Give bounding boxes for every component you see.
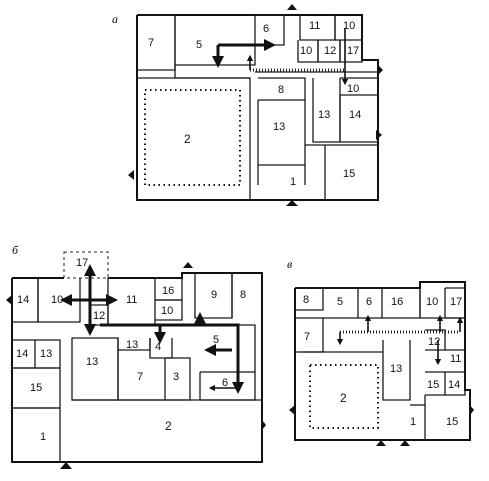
room-label: 14 bbox=[448, 379, 460, 391]
room-label: 8 bbox=[278, 84, 284, 96]
room-label: 13 bbox=[126, 339, 138, 351]
room-label: 13 bbox=[273, 121, 285, 133]
room-label: 15 bbox=[343, 168, 355, 180]
room-label: 2 bbox=[184, 132, 191, 146]
room-label: 10 bbox=[300, 45, 312, 57]
room-label: 8 bbox=[303, 294, 309, 306]
room-label: 2 bbox=[165, 419, 172, 433]
room-label: 10 bbox=[51, 294, 63, 306]
room-label: 5 bbox=[213, 334, 219, 346]
room-label: 15 bbox=[427, 379, 439, 391]
room-label: 11 bbox=[450, 353, 461, 365]
room-label: 11 bbox=[126, 294, 137, 306]
room-label: 14 bbox=[17, 294, 29, 306]
room-label: 1 bbox=[290, 176, 296, 188]
room-label: 9 bbox=[211, 289, 217, 301]
room-label: 5 bbox=[337, 296, 343, 308]
room-label: 17 bbox=[450, 296, 462, 308]
room-label: 1 bbox=[410, 416, 416, 428]
plan-c: в bbox=[287, 257, 474, 446]
room-label: 7 bbox=[148, 37, 154, 49]
plan-b: б bbox=[6, 243, 266, 469]
room-label: 13 bbox=[390, 363, 402, 375]
room-label: 6 bbox=[263, 23, 269, 35]
plan-a-letter: а bbox=[112, 12, 118, 26]
room-label: 3 bbox=[173, 371, 179, 383]
room-label: 11 bbox=[309, 20, 320, 32]
plan-b-letter: б bbox=[12, 243, 19, 257]
room-label: 4 bbox=[155, 341, 161, 353]
room-label: 1 bbox=[40, 431, 46, 443]
room-label: 14 bbox=[16, 348, 28, 360]
room-label: 13 bbox=[86, 356, 98, 368]
room-label: 2 bbox=[340, 391, 347, 405]
room-label: 10 bbox=[161, 305, 173, 317]
room-label: 17 bbox=[347, 45, 359, 57]
room-label: 7 bbox=[304, 331, 310, 343]
plan-a: а bbox=[112, 4, 383, 206]
room-label: 5 bbox=[196, 39, 202, 51]
room-label: 12 bbox=[93, 310, 105, 322]
room-label: 16 bbox=[391, 296, 403, 308]
room-label: 10 bbox=[343, 20, 355, 32]
room-label: 10 bbox=[347, 83, 359, 95]
room-label: 7 bbox=[137, 371, 143, 383]
plan-c-letter: в bbox=[287, 257, 292, 271]
room-label: 16 bbox=[162, 285, 174, 297]
room-label: 6 bbox=[222, 377, 228, 389]
room-label: 6 bbox=[366, 296, 372, 308]
room-label: 15 bbox=[30, 382, 42, 394]
room-label: 10 bbox=[426, 296, 438, 308]
room-label: 12 bbox=[428, 336, 440, 348]
room-label: 13 bbox=[318, 109, 330, 121]
room-label: 13 bbox=[40, 348, 52, 360]
room-label: 17 bbox=[76, 257, 88, 269]
room-label: 14 bbox=[349, 109, 361, 121]
room-label: 8 bbox=[240, 289, 246, 301]
room-label: 12 bbox=[324, 45, 336, 57]
room-label: 15 bbox=[446, 416, 458, 428]
